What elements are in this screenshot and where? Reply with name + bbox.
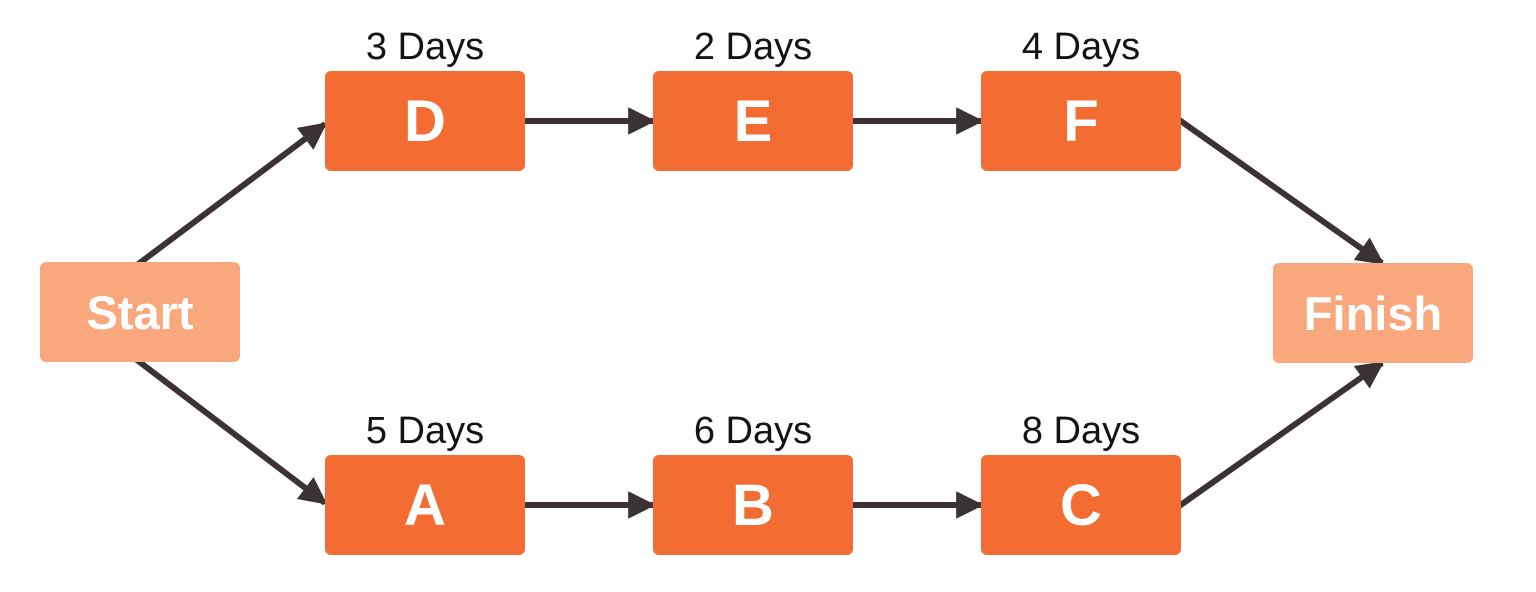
node-b: B bbox=[653, 455, 853, 555]
node-e-label: E bbox=[733, 88, 773, 154]
node-c: C bbox=[981, 455, 1181, 555]
node-start: Start bbox=[40, 262, 240, 362]
node-a: A bbox=[325, 455, 525, 555]
node-e: E bbox=[653, 71, 853, 171]
node-d: D bbox=[325, 71, 525, 171]
edge-start-to-d bbox=[131, 121, 328, 271]
node-f: F bbox=[981, 71, 1181, 171]
node-a-label: A bbox=[404, 472, 446, 538]
duration-label-e: 2 Days bbox=[693, 26, 813, 68]
duration-label-b: 6 Days bbox=[693, 410, 813, 452]
node-f-label: F bbox=[1063, 88, 1099, 154]
edge-start-to-a bbox=[131, 354, 328, 506]
node-start-label: Start bbox=[86, 285, 194, 339]
duration-label-a: 5 Days bbox=[365, 410, 485, 452]
node-finish: Finish bbox=[1273, 263, 1473, 363]
node-d-label: D bbox=[404, 88, 446, 154]
duration-label-f: 4 Days bbox=[1021, 26, 1141, 68]
edge-c-to-finish bbox=[1173, 360, 1385, 512]
edge-f-to-finish bbox=[1173, 114, 1385, 266]
duration-label-d: 3 Days bbox=[365, 26, 485, 68]
duration-label-c: 8 Days bbox=[1021, 410, 1141, 452]
node-b-label: B bbox=[732, 472, 774, 538]
node-finish-label: Finish bbox=[1303, 286, 1443, 340]
node-c-label: C bbox=[1060, 472, 1102, 538]
